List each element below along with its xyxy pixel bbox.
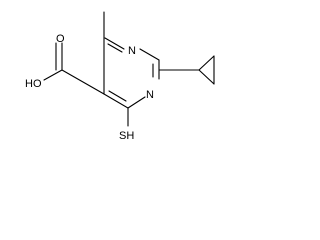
chemical-structure: N N O HO SH (25, 11, 215, 142)
bond-cyclopropyl-bottom (198, 69, 215, 85)
bond-c6-n1 (104, 37, 125, 50)
bond-c4-c5-inner (108, 90, 127, 102)
atom-label-n-top: N (128, 45, 136, 57)
bond-n3-c4 (127, 96, 146, 109)
atom-label-thiol: SH (119, 130, 134, 142)
bond-c5-carboxyl (61, 69, 105, 95)
atom-label-hydroxyl: HO (25, 78, 42, 90)
atom-label-o-carbonyl: O (56, 33, 65, 45)
pyrimidine-ring (103, 37, 160, 109)
bond-cyclopropyl-top (198, 55, 215, 71)
atom-label-n-bottom: N (146, 89, 154, 101)
bond-n1-c2 (139, 48, 160, 61)
bond-c4-c5 (103, 93, 129, 109)
bond-c6-n1-inner (107, 43, 123, 53)
carboxylic-acid-group (43, 42, 105, 95)
bond-c-oh (43, 69, 63, 81)
cyclopropyl-group (158, 55, 215, 85)
